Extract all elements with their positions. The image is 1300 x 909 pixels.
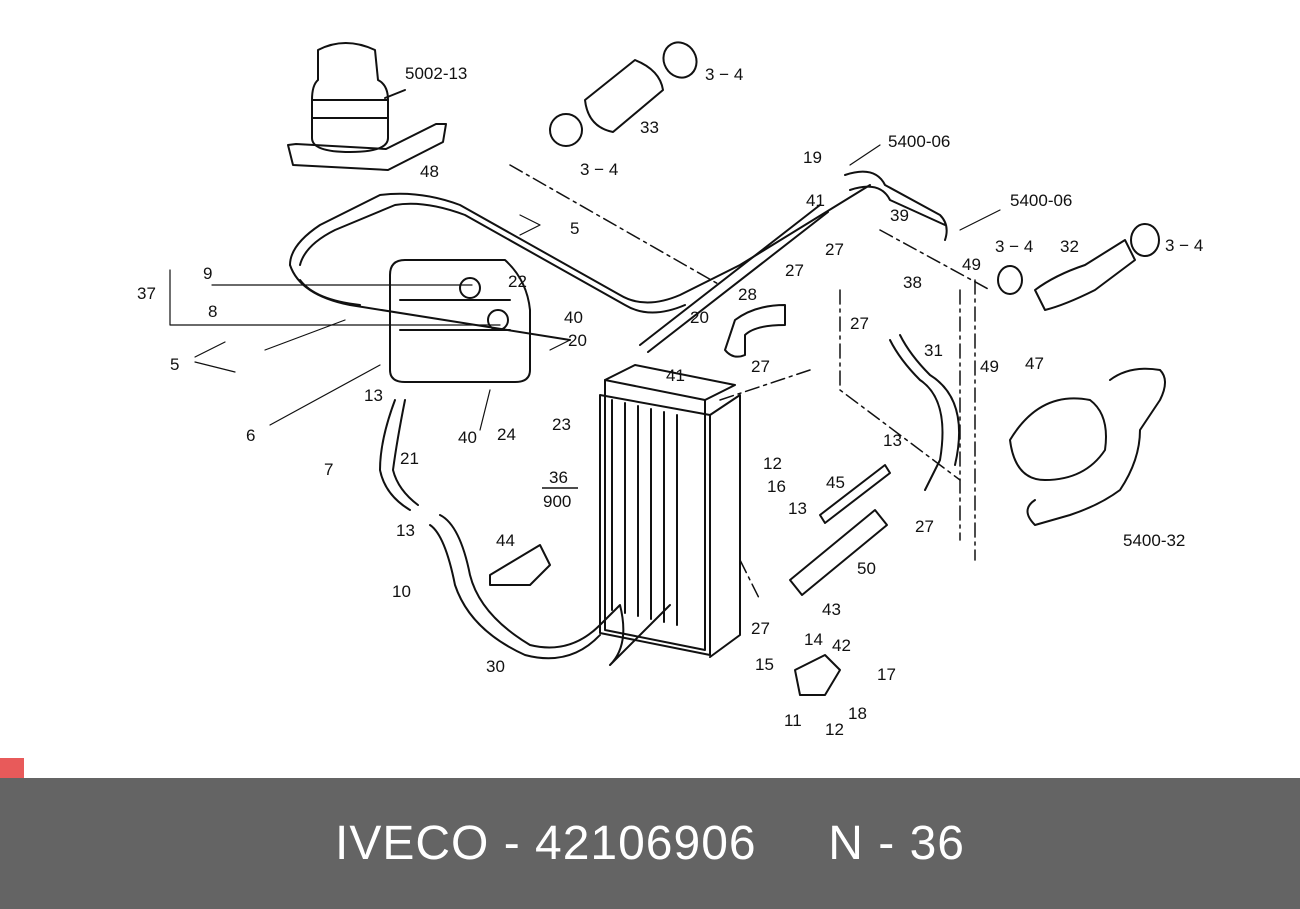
exploded-parts-diagram: 5002-13 3 − 4 33 3 − 4 48 5400-06 19 41 … — [137, 41, 1203, 739]
expansion-tank-part — [311, 42, 406, 153]
label-13: 13 — [396, 521, 415, 540]
label-15: 15 — [755, 655, 774, 674]
label-49: 49 — [962, 255, 981, 274]
label-7: 7 — [324, 460, 333, 479]
label-27: 27 — [751, 357, 770, 376]
label-5: 5 — [170, 355, 179, 374]
label-5400-06: 5400-06 — [1010, 191, 1072, 210]
label-3-4: 3 − 4 — [580, 160, 618, 179]
hose-33 — [584, 59, 664, 133]
label-28: 28 — [738, 285, 757, 304]
part-number-text: IVECO - 42106906 N - 36 — [335, 817, 965, 870]
bracket-48 — [287, 123, 447, 171]
label-41: 41 — [806, 191, 825, 210]
label-32: 32 — [1060, 237, 1079, 256]
label-5400-32: 5400-32 — [1123, 531, 1185, 550]
label-37: 37 — [137, 284, 156, 303]
label-41: 41 — [666, 366, 685, 385]
label-27: 27 — [850, 314, 869, 333]
label-20: 20 — [568, 331, 587, 350]
label-20: 20 — [690, 308, 709, 327]
label-17: 17 — [877, 665, 896, 684]
label-10: 10 — [392, 582, 411, 601]
label-36: 36 — [549, 468, 568, 487]
label-12: 12 — [825, 720, 844, 739]
label-39: 39 — [890, 206, 909, 225]
label-24: 24 — [497, 425, 516, 444]
label-50: 50 — [857, 559, 876, 578]
label-11: 11 — [784, 711, 802, 730]
label-27: 27 — [785, 261, 804, 280]
hose-31 — [889, 334, 961, 491]
hose-28 — [724, 304, 786, 358]
label-38: 38 — [903, 273, 922, 292]
label-45: 45 — [826, 473, 845, 492]
pipe-39 — [844, 170, 948, 241]
label-40: 40 — [564, 308, 583, 327]
clamp-3-4-top — [662, 41, 698, 79]
label-5400-06: 5400-06 — [888, 132, 950, 151]
pipe-41 — [639, 204, 829, 353]
label-18: 18 — [848, 704, 867, 723]
label-43: 43 — [822, 600, 841, 619]
label-47: 47 — [1025, 354, 1044, 373]
label-40: 40 — [458, 428, 477, 447]
label-27: 27 — [915, 517, 934, 536]
label-33: 33 — [640, 118, 659, 137]
label-5002-13: 5002-13 — [405, 64, 467, 83]
label-31: 31 — [924, 341, 943, 360]
water-pump-5400-32 — [1009, 397, 1107, 481]
pipe-20-loop — [289, 184, 871, 304]
label-8: 8 — [208, 302, 217, 321]
hose-32 — [1034, 239, 1136, 311]
bracket-44 — [489, 544, 551, 586]
label-6: 6 — [246, 426, 255, 445]
label-13: 13 — [883, 431, 902, 450]
hose-45 — [819, 464, 891, 524]
header-tank-37 — [389, 259, 531, 383]
label-27: 27 — [825, 240, 844, 259]
label-30: 30 — [486, 657, 505, 676]
label-23: 23 — [552, 415, 571, 434]
clamp-3-4-mid — [549, 113, 583, 147]
label-12: 12 — [763, 454, 782, 473]
hose-21 — [379, 399, 419, 511]
hose-50 — [789, 509, 888, 596]
label-49: 49 — [980, 357, 999, 376]
label-13: 13 — [788, 499, 807, 518]
label-3-4: 3 − 4 — [705, 65, 743, 84]
label-9: 9 — [203, 264, 212, 283]
label-3-4: 3 − 4 — [1165, 236, 1203, 255]
label-5: 5 — [570, 219, 579, 238]
label-19: 19 — [803, 148, 822, 167]
label-22: 22 — [508, 272, 527, 291]
label-3-4: 3 − 4 — [995, 237, 1033, 256]
hose-30 — [439, 514, 671, 666]
radiator-core — [604, 379, 706, 651]
label-44: 44 — [496, 531, 515, 550]
label-13: 13 — [364, 386, 383, 405]
label-21: 21 — [400, 449, 419, 468]
part-number-footer: IVECO - 42106906 N - 36 — [0, 778, 1300, 909]
label-900: 900 — [543, 492, 571, 511]
label-14: 14 — [804, 630, 823, 649]
label-27: 27 — [751, 619, 770, 638]
label-48: 48 — [420, 162, 439, 181]
bracket-42 — [794, 654, 841, 696]
clamp-3-4-right — [1130, 223, 1160, 257]
label-16: 16 — [767, 477, 786, 496]
label-42: 42 — [832, 636, 851, 655]
